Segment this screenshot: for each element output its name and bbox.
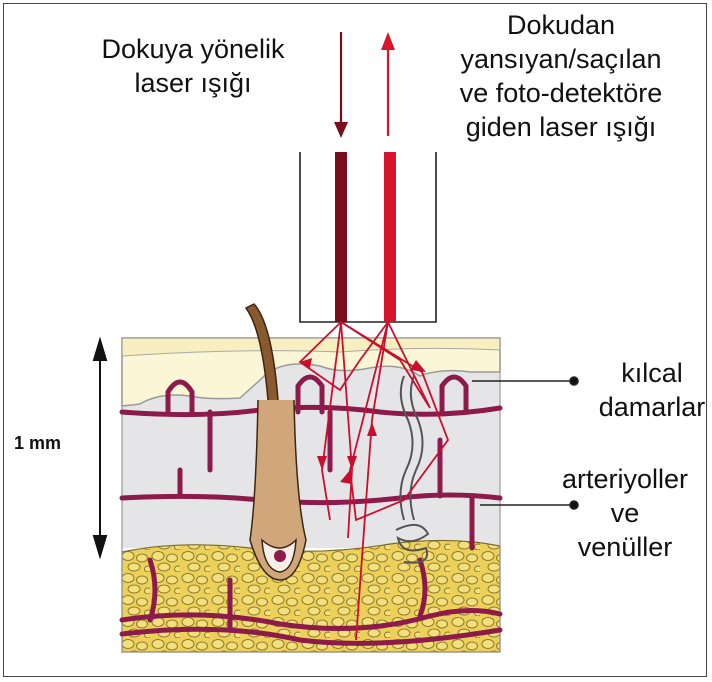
capillaries-label: kılcal damarlar xyxy=(582,356,712,424)
outgoing-laser-label: Dokudan yansıyan/saçılan ve foto-detektö… xyxy=(430,8,692,144)
capillary-leader-dot xyxy=(570,377,578,385)
hair-papilla xyxy=(274,550,286,562)
outgoing-label-line: yansıyan/saçılan xyxy=(430,42,692,76)
incoming-fiber xyxy=(335,152,347,322)
outgoing-label-line: ve foto-detektöre xyxy=(430,76,692,110)
probe-housing xyxy=(300,152,436,322)
scale-bar xyxy=(94,340,106,556)
outgoing-label-line: Dokudan xyxy=(430,8,692,42)
vessels-label-line: ve xyxy=(540,496,710,530)
incoming-label-line: Dokuya yönelik xyxy=(78,32,308,66)
capillaries-label-line: damarlar xyxy=(582,390,712,424)
capillaries-label-line: kılcal xyxy=(582,356,712,390)
outgoing-fiber xyxy=(384,152,396,322)
incoming-laser-label: Dokuya yönelik laser ışığı xyxy=(78,32,308,100)
incoming-arrow-head xyxy=(334,122,348,138)
outgoing-label-line: giden laser ışığı xyxy=(430,110,692,144)
vessels-label-line: venüller xyxy=(540,530,710,564)
vessels-label: arteriyoller ve venüller xyxy=(540,462,710,564)
scale-arrow-top xyxy=(94,340,106,360)
scale-arrow-bottom xyxy=(94,536,106,556)
incoming-label-line: laser ışığı xyxy=(78,66,308,100)
vessels-label-line: arteriyoller xyxy=(540,462,710,496)
outgoing-arrow-head xyxy=(381,32,395,50)
fat-layer xyxy=(122,540,500,652)
scale-label: 1 mm xyxy=(14,426,61,460)
